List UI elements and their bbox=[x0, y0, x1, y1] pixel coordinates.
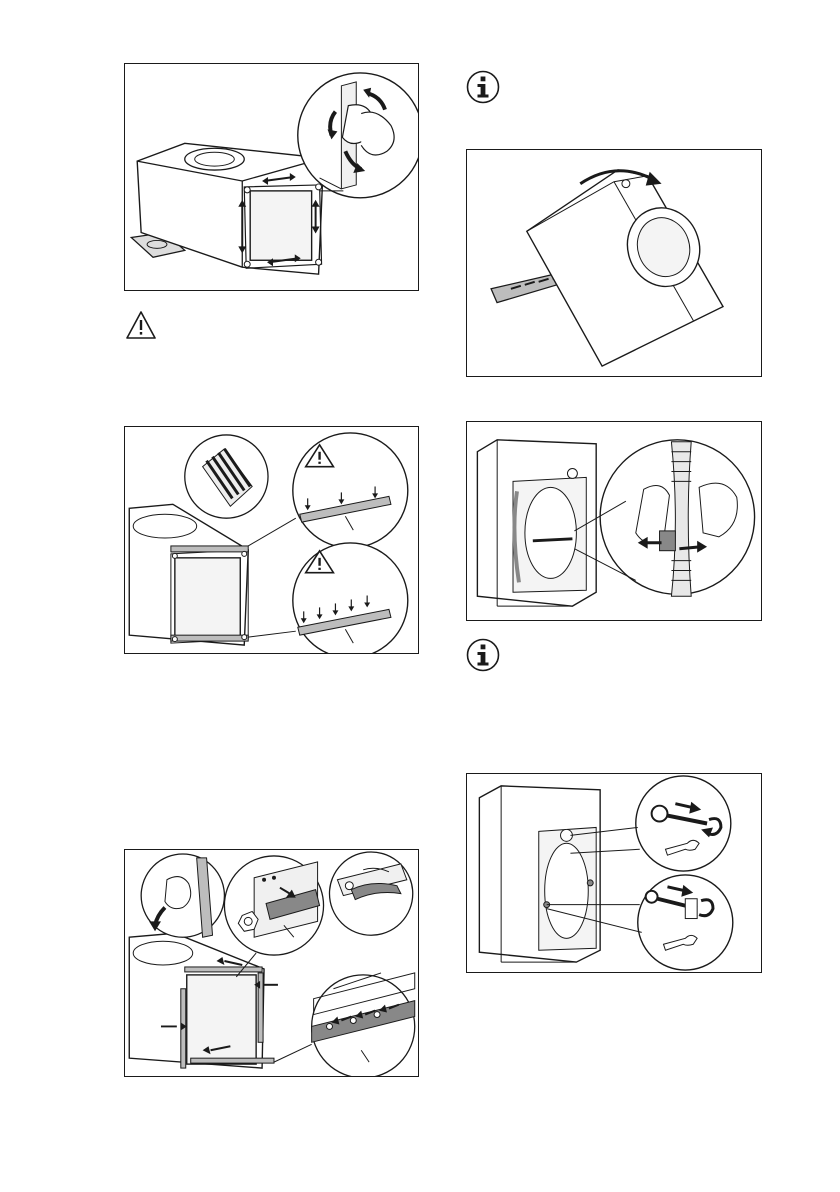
frame-strips-illustration bbox=[125, 850, 418, 1076]
washer-panel-illustration bbox=[125, 64, 418, 290]
transit-bolts-illustration bbox=[467, 774, 761, 972]
tilt-illustration bbox=[467, 150, 761, 376]
hose-clip-illustration bbox=[467, 422, 761, 620]
strips-illustration bbox=[125, 427, 418, 653]
info-icon bbox=[466, 638, 500, 672]
figure-fit-strips-to-frame bbox=[124, 849, 419, 1077]
figure-attach-protection-strips bbox=[124, 426, 419, 654]
warning-triangle-icon bbox=[125, 310, 157, 340]
info-icon bbox=[466, 70, 500, 104]
figure-remove-panel-screws bbox=[124, 63, 419, 291]
figure-release-hose-clip bbox=[466, 421, 762, 621]
figure-remove-transit-bolts bbox=[466, 773, 762, 973]
figure-tilt-machine-onto-back bbox=[466, 149, 762, 377]
